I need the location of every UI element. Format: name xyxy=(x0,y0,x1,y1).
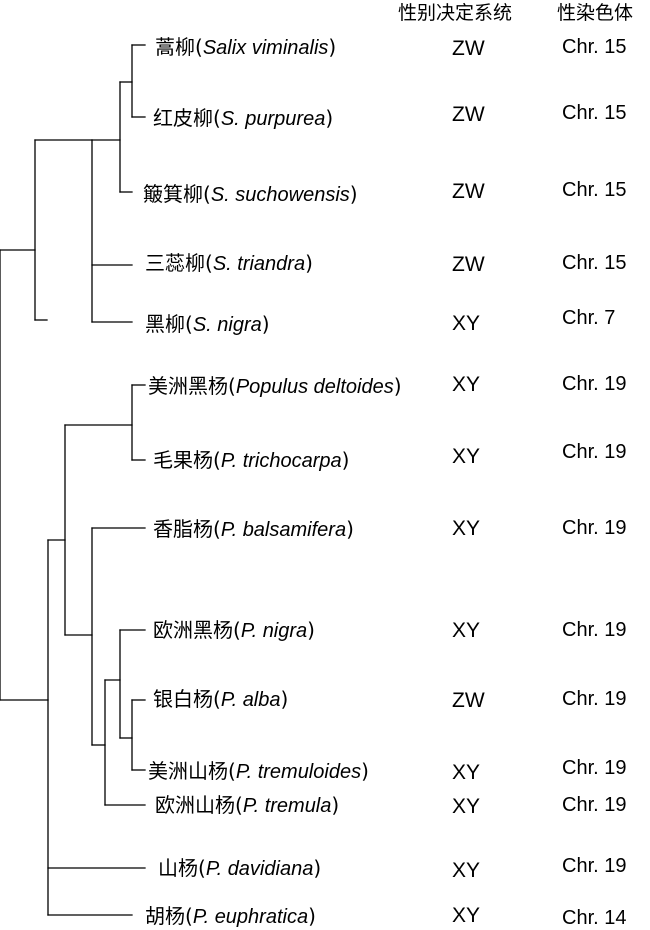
sex-system-value: XY xyxy=(452,619,481,642)
sex-system-value: ZW xyxy=(452,253,485,276)
sex-system-value: XY xyxy=(452,859,481,882)
chinese-name: 簸箕柳 xyxy=(143,182,203,206)
species-label: 毛果杨(P. trichocarpa) xyxy=(153,448,350,472)
chinese-name: 美洲黑杨 xyxy=(148,374,228,398)
species-label: 美洲黑杨(Populus deltoides) xyxy=(148,374,402,398)
chromosome-value: Chr. 15 xyxy=(562,179,627,201)
species-label: 美洲山杨(P. tremuloides) xyxy=(148,759,369,783)
sex-system-value: XY xyxy=(452,445,481,468)
chromosome-value: Chr. 19 xyxy=(562,373,627,395)
sex-system-value: ZW xyxy=(452,103,485,126)
chinese-name: 胡杨 xyxy=(145,904,185,928)
scientific-name: P. tremuloides xyxy=(235,761,362,783)
chinese-name: 红皮柳 xyxy=(153,106,213,130)
chromosome-value: Chr. 19 xyxy=(562,517,627,539)
chinese-name: 美洲山杨 xyxy=(148,759,228,783)
chromosome-value: Chr. 19 xyxy=(562,441,627,463)
species-label: 银白杨(P. alba) xyxy=(153,687,289,711)
chromosome-value: Chr. 7 xyxy=(562,307,616,329)
chromosome-value: Chr. 19 xyxy=(562,688,627,710)
scientific-name: S. triandra xyxy=(212,253,306,275)
chinese-name: 欧洲山杨 xyxy=(155,793,235,817)
chinese-name: 蒿柳 xyxy=(155,35,195,59)
scientific-name: S. nigra xyxy=(192,314,262,336)
species-label: 山杨(P. davidiana) xyxy=(158,856,322,880)
species-label: 胡杨(P. euphratica) xyxy=(145,904,316,928)
chinese-name: 黑柳 xyxy=(145,312,185,336)
sex-system-value: ZW xyxy=(452,180,485,203)
chinese-name: 山杨 xyxy=(158,856,198,880)
scientific-name: S. suchowensis xyxy=(210,184,350,206)
scientific-name: S. purpurea xyxy=(220,108,326,130)
scientific-name: P. nigra xyxy=(240,620,308,642)
scientific-name: P. alba xyxy=(220,689,281,711)
species-label: 欧洲黑杨(P. nigra) xyxy=(153,618,315,642)
chromosome-value: Chr. 19 xyxy=(562,757,627,779)
species-label: 香脂杨(P. balsamifera) xyxy=(153,517,354,541)
sex-system-value: ZW xyxy=(452,689,485,712)
scientific-name: Populus deltoides xyxy=(235,376,394,398)
chromosome-value: Chr. 19 xyxy=(562,855,627,877)
chinese-name: 银白杨 xyxy=(153,687,213,711)
sex-system-value: XY xyxy=(452,761,481,784)
chromosome-value: Chr. 19 xyxy=(562,619,627,641)
chinese-name: 香脂杨 xyxy=(153,517,213,541)
scientific-name: Salix viminalis xyxy=(202,37,329,59)
scientific-name: P. davidiana xyxy=(205,858,314,880)
scientific-name: P. euphratica xyxy=(192,906,309,928)
chromosome-value: Chr. 15 xyxy=(562,102,627,124)
chinese-name: 三蕊柳 xyxy=(145,251,205,275)
sex-system-value: XY xyxy=(452,373,481,396)
chromosome-value: Chr. 14 xyxy=(562,907,627,929)
sex-system-value: XY xyxy=(452,517,481,540)
chinese-name: 欧洲黑杨 xyxy=(153,618,233,642)
header-sex-determination-system: 性别决定系统 xyxy=(398,2,513,24)
chinese-name: 毛果杨 xyxy=(153,448,213,472)
sex-system-value: XY xyxy=(452,795,481,818)
sex-system-value: XY xyxy=(452,904,481,927)
chromosome-value: Chr. 15 xyxy=(562,252,627,274)
scientific-name: P. balsamifera xyxy=(220,519,347,541)
species-label: 红皮柳(S. purpurea) xyxy=(153,106,334,130)
species-label: 黑柳(S. nigra) xyxy=(145,312,270,336)
species-label: 三蕊柳(S. triandra) xyxy=(145,251,313,275)
chromosome-value: Chr. 15 xyxy=(562,36,627,58)
species-label: 簸箕柳(S. suchowensis) xyxy=(143,182,358,206)
scientific-name: P. trichocarpa xyxy=(220,450,342,472)
header-sex-chromosome: 性染色体 xyxy=(557,2,634,24)
species-label: 蒿柳(Salix viminalis) xyxy=(155,35,337,59)
scientific-name: P. tremula xyxy=(242,795,332,817)
chromosome-value: Chr. 19 xyxy=(562,794,627,816)
species-label: 欧洲山杨(P. tremula) xyxy=(155,793,340,817)
sex-system-value: ZW xyxy=(452,37,485,60)
sex-system-value: XY xyxy=(452,312,481,335)
